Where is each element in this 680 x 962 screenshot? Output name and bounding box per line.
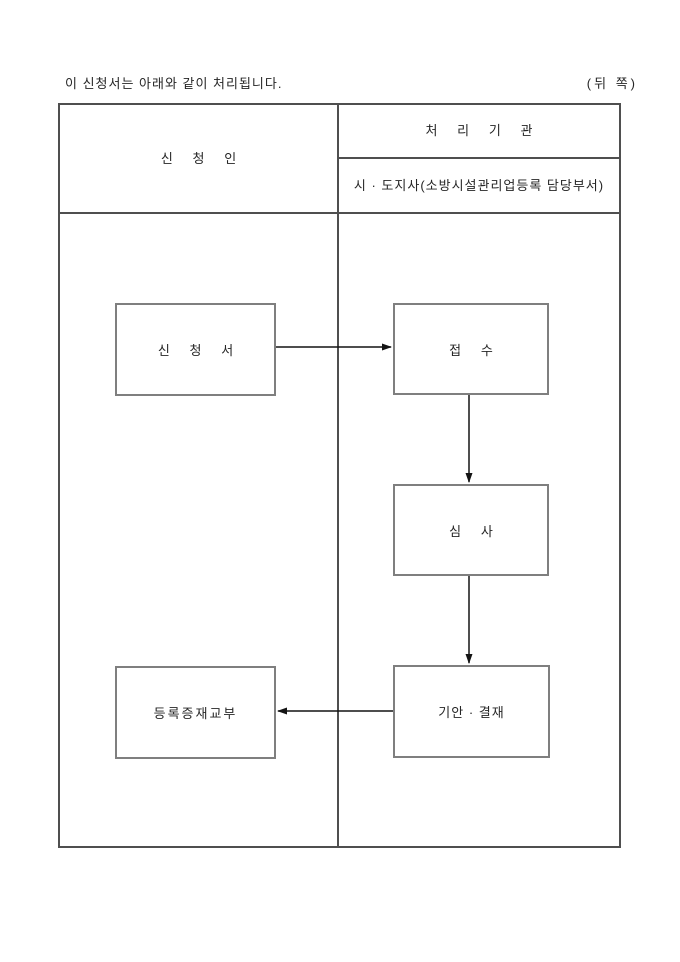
flow-node-label: 등록증재교부 <box>153 706 238 721</box>
flow-node-draft-approval: 기안 · 결재 <box>393 665 550 758</box>
applicant-header-cell: 신 청 인 <box>60 105 337 212</box>
flow-node-receipt: 접 수 <box>393 303 549 395</box>
flow-node-review: 심 사 <box>393 484 549 576</box>
agency-department-label: 시 · 도지사(소방시설관리업등록 담당부서) <box>353 177 605 193</box>
flow-node-label: 접 수 <box>449 342 501 358</box>
process-table: 신 청 인 처 리 기 관 시 · 도지사(소방시설관리업등록 담당부서) <box>58 103 621 848</box>
intro-text: 이 신청서는 아래와 같이 처리됩니다. <box>65 76 283 91</box>
flow-node-application-form: 신 청 서 <box>115 303 276 396</box>
header-bottom-divider <box>60 212 619 214</box>
column-divider <box>337 105 339 846</box>
flow-node-label: 심 사 <box>449 523 501 539</box>
agency-header-divider <box>339 157 619 159</box>
agency-header-cell: 처 리 기 관 <box>339 105 619 157</box>
flow-node-label: 기안 · 결재 <box>438 705 505 720</box>
agency-department-cell: 시 · 도지사(소방시설관리업등록 담당부서) <box>339 159 619 212</box>
applicant-header-label: 신 청 인 <box>160 150 245 166</box>
agency-header-label: 처 리 기 관 <box>425 123 541 138</box>
flow-node-label: 신 청 서 <box>157 343 242 358</box>
back-side-label: (뒤 쪽) <box>586 76 638 91</box>
flow-node-certificate-reissue: 등록증재교부 <box>115 666 276 759</box>
